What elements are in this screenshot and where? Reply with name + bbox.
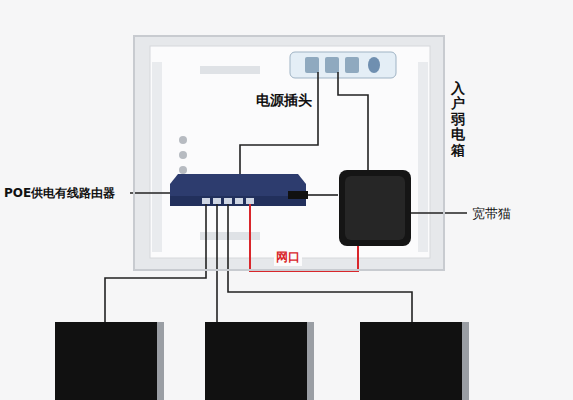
screw <box>179 136 187 144</box>
ap-cable <box>216 204 218 322</box>
poe-device <box>205 322 307 400</box>
callout-label: 网口 <box>274 249 302 266</box>
weak-current-box: 入户弱电箱 <box>133 35 445 271</box>
screw <box>179 151 187 159</box>
power-adapter <box>288 191 308 199</box>
leader-line <box>130 192 170 193</box>
poe-device <box>360 322 462 400</box>
modem <box>339 170 411 246</box>
callout-label: 宽带猫 <box>472 205 511 223</box>
label-holder: 电源插头 <box>256 92 312 110</box>
screw <box>179 166 187 174</box>
router <box>170 174 306 206</box>
rail <box>152 62 162 252</box>
rail <box>418 62 428 252</box>
adapter-cord <box>308 194 338 196</box>
ap-cable <box>228 204 412 322</box>
socket <box>345 57 359 73</box>
label-holder: 网口 <box>274 249 302 266</box>
label-holder: 宽带猫 <box>472 205 511 223</box>
power-strip <box>290 52 396 78</box>
port <box>213 198 221 204</box>
bracket <box>200 66 260 74</box>
label-holder: POE供电有线路由器 <box>4 185 115 202</box>
switch <box>368 57 380 73</box>
router-front <box>170 196 306 206</box>
socket <box>305 57 319 73</box>
ap-cable <box>105 204 206 322</box>
callout-label: 电源插头 <box>256 92 312 110</box>
modem-face <box>345 176 405 240</box>
poe-device <box>55 322 157 400</box>
power-cord <box>338 72 368 172</box>
device-side <box>307 322 314 400</box>
socket <box>325 57 339 73</box>
port <box>246 198 254 204</box>
network-cable <box>250 204 358 271</box>
device-side <box>462 322 469 400</box>
leader-line <box>411 212 467 213</box>
port <box>224 198 232 204</box>
port <box>202 198 210 204</box>
box-panel <box>150 46 430 258</box>
callout-label: POE供电有线路由器 <box>4 185 115 202</box>
port <box>235 198 243 204</box>
device-side <box>157 322 164 400</box>
box-title: 入户弱电箱 <box>451 81 465 158</box>
box-frame <box>135 37 443 269</box>
power-cord <box>240 72 318 174</box>
